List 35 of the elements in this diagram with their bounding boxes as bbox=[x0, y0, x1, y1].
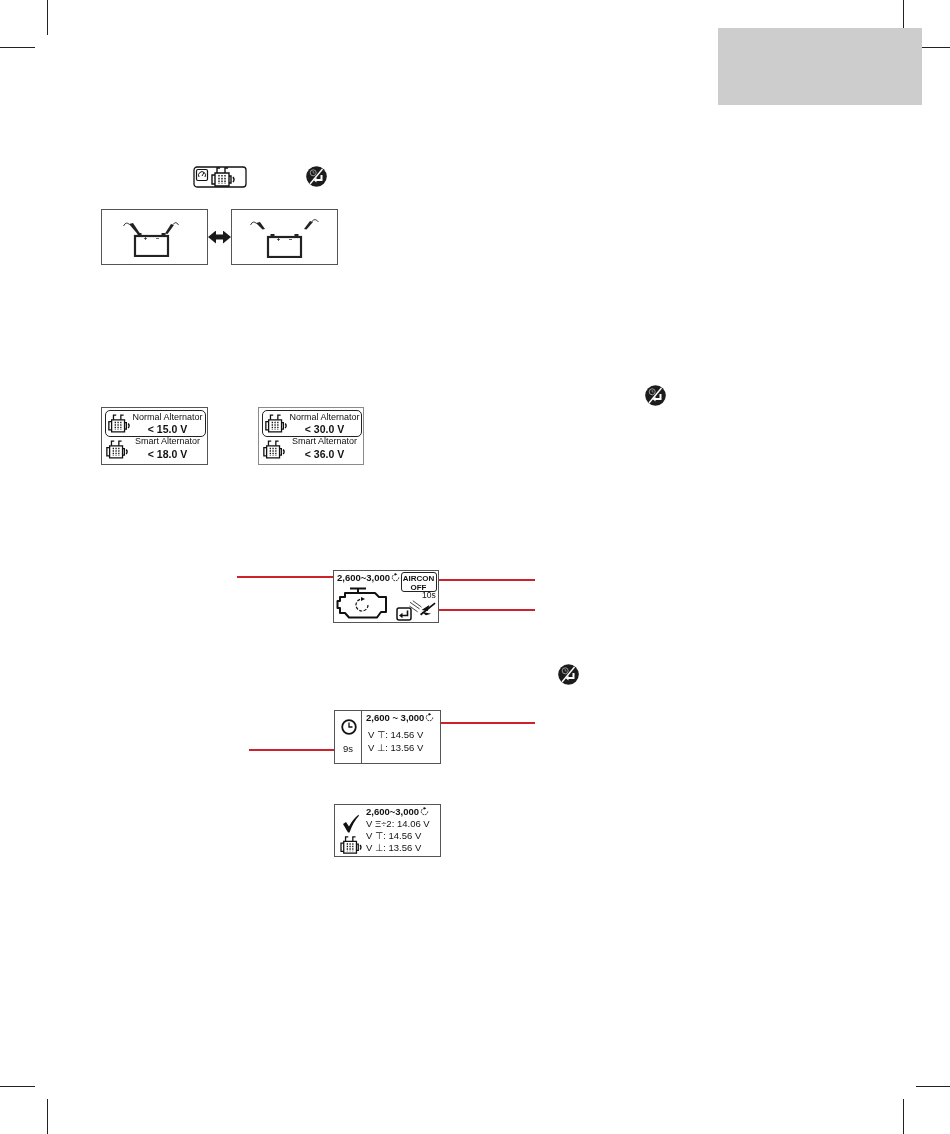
leader-line bbox=[248, 749, 335, 751]
selected-option bbox=[262, 410, 362, 437]
voltage-reading: V ⊤: 14.56 V bbox=[368, 730, 424, 740]
voltage-limit: < 15.0 V bbox=[147, 424, 188, 435]
display-screen bbox=[101, 407, 208, 465]
voltage-reading: V Ξ÷2: 14.06 V bbox=[366, 819, 430, 829]
option-label: Normal Alternator bbox=[132, 413, 203, 422]
display-screen bbox=[258, 407, 364, 465]
voltage-limit: < 30.0 V bbox=[304, 424, 345, 435]
display-screen bbox=[231, 209, 338, 265]
leader-line bbox=[436, 579, 536, 581]
display-screen bbox=[101, 209, 208, 265]
voltage-reading: V ⊤: 14.56 V bbox=[366, 831, 422, 841]
timer-value: 9s bbox=[342, 744, 353, 754]
leader-line bbox=[236, 576, 334, 578]
voltage-reading: V ⊥: 13.56 V bbox=[366, 843, 422, 853]
rpm-range: 2,600~3,000 bbox=[337, 573, 391, 583]
display-screen bbox=[334, 710, 441, 764]
leader-line bbox=[438, 609, 536, 611]
rpm-range: 2,600 ~ 3,000 bbox=[366, 713, 425, 723]
voltage-reading: V ⊥: 13.56 V bbox=[368, 743, 424, 753]
timer-value: 10s bbox=[422, 591, 436, 600]
voltage-limit: < 36.0 V bbox=[304, 449, 345, 460]
voltage-limit: < 18.0 V bbox=[147, 449, 188, 460]
option-label: Normal Alternator bbox=[289, 413, 360, 422]
chapter-tab bbox=[718, 28, 922, 105]
double-arrow bbox=[208, 230, 231, 244]
option-label: Smart Alternator bbox=[135, 437, 200, 446]
option-label: Smart Alternator bbox=[292, 437, 357, 446]
aircon-off-label: AIRCON OFF bbox=[402, 574, 435, 592]
leader-line bbox=[440, 722, 536, 724]
display-screen bbox=[334, 804, 441, 857]
selected-option bbox=[105, 410, 206, 437]
rpm-range: 2,600~3,000 bbox=[366, 807, 420, 817]
display-screen bbox=[333, 570, 439, 623]
